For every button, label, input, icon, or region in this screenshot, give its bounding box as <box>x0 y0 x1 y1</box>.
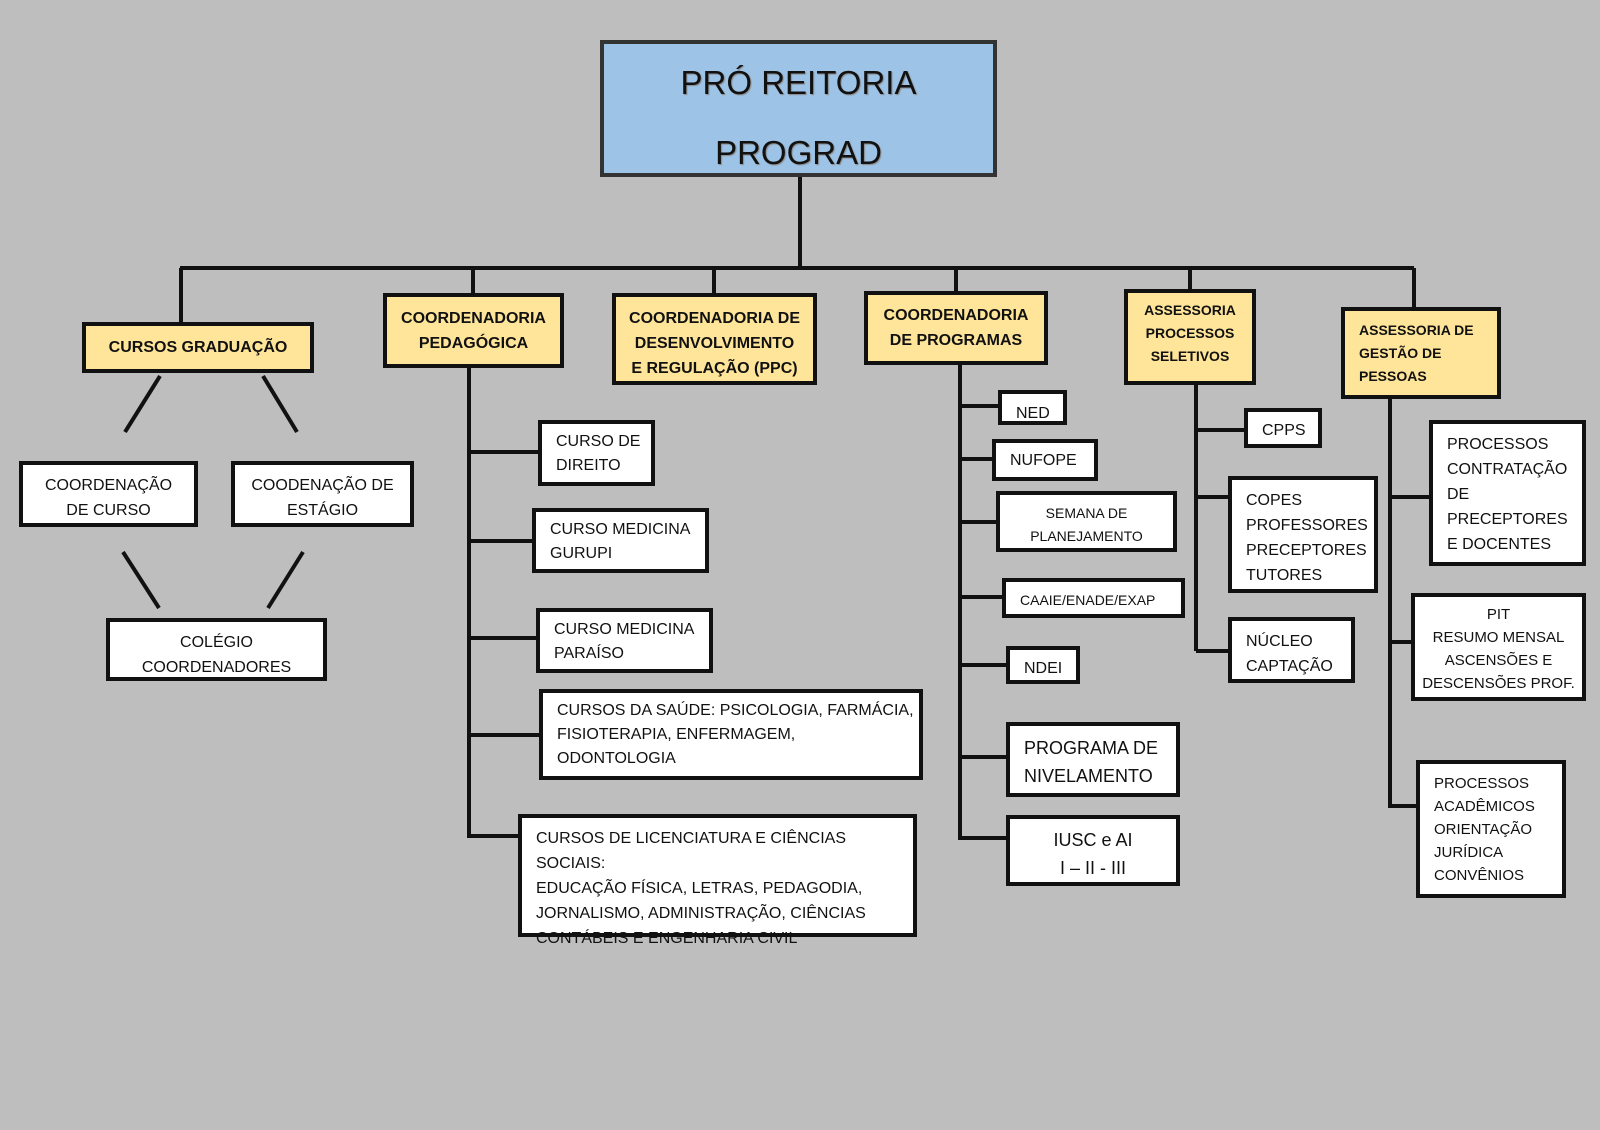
root-node-pro-reitoria: PRÓ REITORIA PROGRAD <box>600 40 997 177</box>
node-copes: COPES PROFESSORES PRECEPTORES TUTORES <box>1228 476 1378 593</box>
node-cpps: CPPS <box>1244 408 1322 448</box>
node-processos-academicos: PROCESSOS ACADÊMICOS ORIENTAÇÃO JURÍDICA… <box>1416 760 1566 898</box>
node-colegio-coordenadores: COLÉGIO COORDENADORES <box>106 618 327 681</box>
dept-assessoria-processos-seletivos: ASSESSORIA PROCESSOS SELETIVOS <box>1124 289 1256 385</box>
dept-assessoria-gestao-pessoas: ASSESSORIA DE GESTÃO DE PESSOAS <box>1341 307 1501 399</box>
node-ned: NED <box>998 390 1067 425</box>
dept-coordenadoria-pedagogica: COORDENADORIA PEDAGÓGICA <box>383 293 564 368</box>
node-coordenacao-de-estagio: COODENAÇÃO DE ESTÁGIO <box>231 461 414 527</box>
node-ndei: NDEI <box>1006 646 1080 684</box>
dept-cursos-graduacao: CURSOS GRADUAÇÃO <box>82 322 314 373</box>
node-programa-nivelamento: PROGRAMA DE NIVELAMENTO <box>1006 722 1180 797</box>
node-cursos-licenciatura: CURSOS DE LICENCIATURA E CIÊNCIAS SOCIAI… <box>518 814 917 947</box>
node-iusc-ai: IUSC e AI I – II - III <box>1006 815 1180 886</box>
node-pit-resumo-mensal: PIT RESUMO MENSAL ASCENSÕES E DESCENSÕES… <box>1411 593 1586 701</box>
node-cursos-da-saude: CURSOS DA SAÚDE: PSICOLOGIA, FARMÁCIA, F… <box>539 689 923 780</box>
node-nucleo-captacao: NÚCLEO CAPTAÇÃO <box>1228 617 1355 683</box>
dept-coordenadoria-desenvolvimento: COORDENADORIA DE DESENVOLVIMENTO E REGUL… <box>612 293 817 385</box>
node-curso-direito: CURSO DE DIREITO <box>538 420 655 486</box>
node-semana-planejamento: SEMANA DE PLANEJAMENTO <box>996 491 1177 552</box>
node-curso-medicina-gurupi: CURSO MEDICINA GURUPI <box>532 508 709 573</box>
node-nufope: NUFOPE <box>992 439 1098 481</box>
node-coordenacao-de-curso: COORDENAÇÃO DE CURSO <box>19 461 198 527</box>
node-processos-contratacao: PROCESSOS CONTRATAÇÃO DE PRECEPTORES E D… <box>1429 420 1586 566</box>
node-caaie-enade-exap: CAAIE/ENADE/EXAP <box>1002 578 1185 618</box>
node-curso-medicina-paraiso: CURSO MEDICINA PARAÍSO <box>536 608 713 673</box>
dept-coordenadoria-programas: COORDENADORIA DE PROGRAMAS <box>864 291 1048 365</box>
